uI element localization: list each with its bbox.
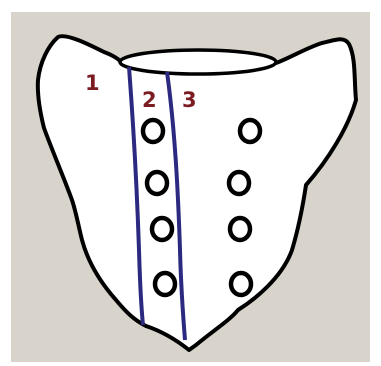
left-foramen-2 bbox=[147, 172, 167, 194]
right-foramen-2 bbox=[229, 172, 249, 194]
left-foramen-1 bbox=[143, 120, 163, 142]
left-foramen-3 bbox=[152, 218, 172, 240]
left-foramen-4 bbox=[155, 273, 175, 295]
right-foramen-3 bbox=[230, 218, 250, 240]
right-foramen-1 bbox=[240, 120, 260, 142]
sacral-base-ellipse bbox=[120, 50, 276, 74]
zone-label-3: 3 bbox=[182, 88, 197, 112]
zone-label-2: 2 bbox=[142, 88, 157, 112]
zone-label-1: 1 bbox=[85, 71, 100, 95]
right-foramen-4 bbox=[231, 273, 251, 295]
